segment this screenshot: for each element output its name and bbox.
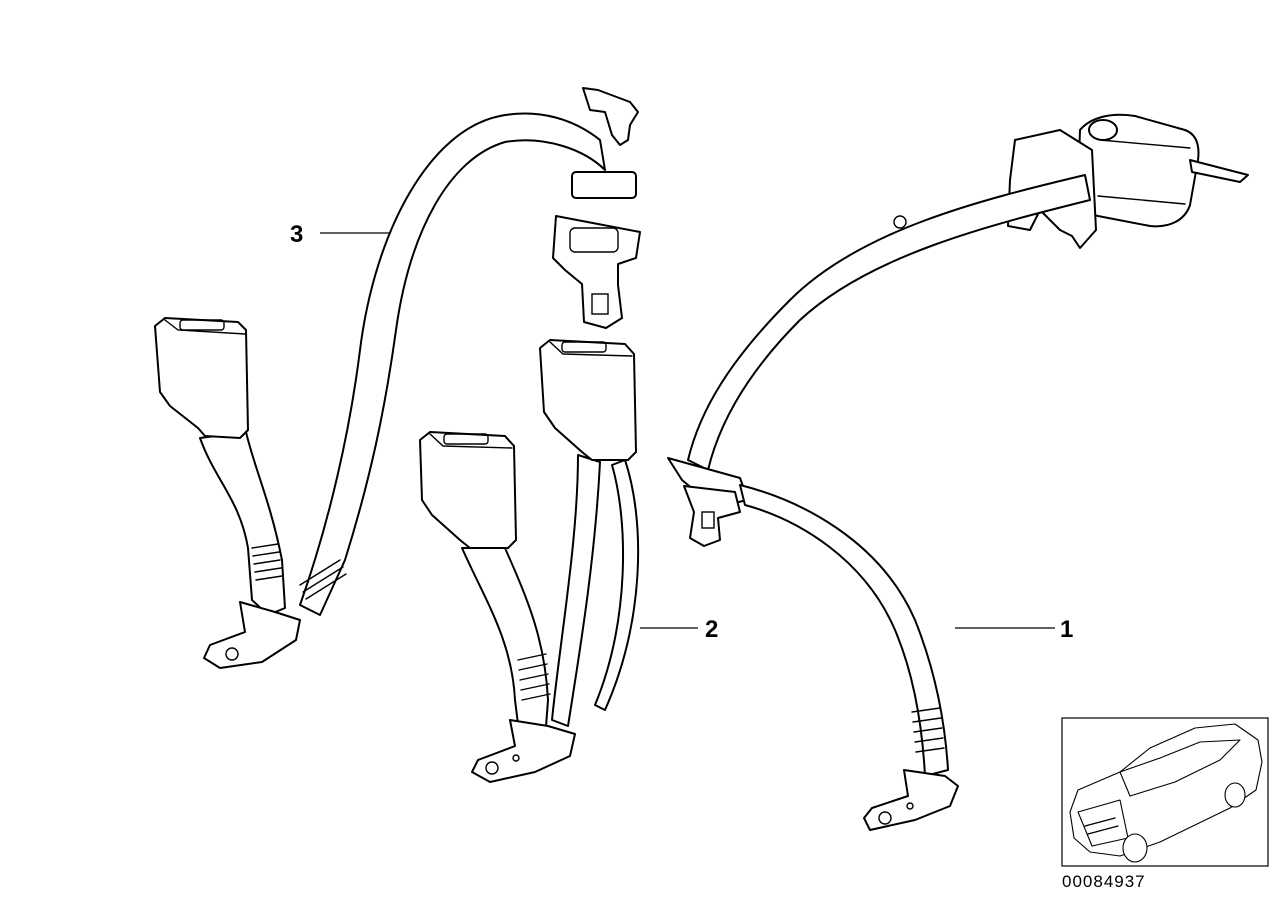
- document-number: 00084937: [1062, 872, 1146, 891]
- part-1-three-point-belt: [667, 113, 1249, 831]
- middle-buckle-strap-ribs: [517, 653, 551, 701]
- callout-label-3: 3: [290, 221, 303, 248]
- callout-label-2: 2: [705, 616, 718, 643]
- part-2-double-buckle: [419, 339, 640, 783]
- callout-1: 1: [955, 616, 1073, 643]
- right-anchor-strap-ribs: [911, 707, 945, 753]
- callout-label-1: 1: [1060, 616, 1073, 643]
- vehicle-sedan-icon: [1069, 723, 1263, 863]
- callout-3: 3: [290, 221, 390, 248]
- vehicle-inset: [1061, 717, 1269, 867]
- callout-2: 2: [640, 616, 718, 643]
- left-buckle-strap-ribs: [251, 543, 283, 581]
- part-3-center-belt: [154, 87, 641, 669]
